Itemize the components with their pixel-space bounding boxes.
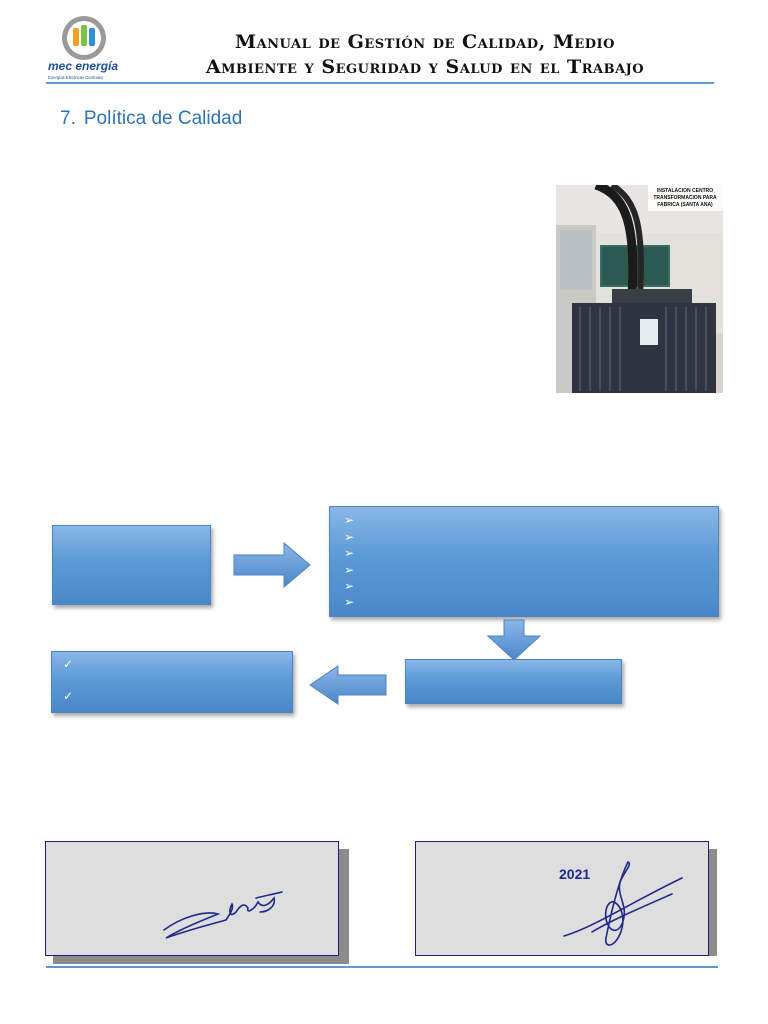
bullet-arrow-icon: ➢	[344, 530, 355, 544]
svg-text:INSTALACION CENTRO: INSTALACION CENTRO	[657, 188, 713, 194]
arrow-right-icon	[233, 541, 311, 589]
logo-wordmark: mec energía	[48, 59, 118, 73]
section-title: Política de Calidad	[83, 108, 243, 129]
handwritten-signature-left	[163, 891, 283, 939]
process-box-outcome: ✓ ✓	[51, 651, 293, 713]
section-number: 7.	[60, 108, 76, 129]
signature-box-left	[45, 841, 339, 956]
document-title-line-2: Ambiente y Seguridad y Salud en el Traba…	[205, 56, 645, 78]
svg-text:FABRICA (SANTA ANA): FABRICA (SANTA ANA)	[657, 202, 713, 208]
company-logo: mec energía Energías Eléctricas Centrale…	[48, 16, 118, 80]
footer-divider	[46, 966, 718, 968]
bullet-arrow-icon: ➢	[344, 595, 355, 609]
header-divider	[46, 82, 714, 84]
check-icon: ✓	[63, 657, 74, 671]
bullet-arrow-icon: ➢	[344, 546, 355, 560]
process-box-requirements: ➢ ➢ ➢ ➢ ➢ ➢	[329, 506, 719, 617]
section-heading: 7. Política de Calidad	[60, 108, 242, 130]
process-box-result	[405, 659, 622, 704]
arrow-left-icon	[309, 665, 387, 705]
bullet-arrow-icon: ➢	[344, 579, 355, 593]
installation-photo: INSTALACION CENTRO TRANSFORMACION PARA F…	[556, 185, 723, 393]
document-title-line-1: Manual de Gestión de Calidad, Medio	[235, 31, 615, 53]
signature-year: 2021	[559, 866, 591, 882]
handwritten-signature-right	[563, 861, 683, 946]
arrow-down-icon	[486, 619, 542, 661]
signature-box-right	[415, 841, 709, 956]
check-icon: ✓	[63, 689, 74, 703]
process-box-input	[52, 525, 211, 605]
svg-text:TRANSFORMACION PARA: TRANSFORMACION PARA	[653, 195, 717, 201]
logo-tagline: Energías Eléctricas Centrales	[48, 75, 103, 80]
bullet-arrow-icon: ➢	[344, 563, 355, 577]
bullet-arrow-icon: ➢	[344, 513, 355, 527]
document-title: Manual de Gestión de Calidad, Medio Ambi…	[150, 30, 700, 80]
